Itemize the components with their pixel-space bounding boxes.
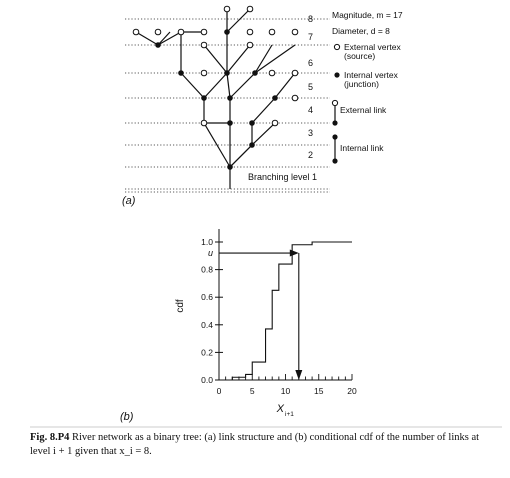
level-number: 7	[308, 32, 313, 42]
level-number: 6	[308, 58, 313, 68]
external-vertex-sub: (source)	[344, 51, 375, 61]
external-vertex-icon	[333, 43, 341, 51]
cdf-step-line	[219, 241, 352, 381]
branching-level-label: Branching level 1	[248, 172, 317, 182]
internal-vertex-icon	[334, 72, 340, 78]
y-tick-label: 0.4	[201, 320, 213, 330]
tree-panel: 8 7 6 5 4 3 2 Branching level 1 Magnitud…	[122, 5, 403, 207]
y-axis-label: cdf	[175, 299, 186, 313]
level-number: 2	[308, 150, 313, 160]
level-number: 5	[308, 82, 313, 92]
external-vertices	[132, 5, 299, 127]
level-number: 8	[308, 14, 313, 24]
u-label: u	[208, 248, 213, 258]
x-tick-label: 0	[217, 386, 222, 396]
caption-text: River network as a binary tree: (a) link…	[30, 432, 480, 457]
panel-a-label: (a)	[122, 195, 136, 207]
y-tick-label: 0.6	[201, 292, 213, 302]
level-number: 4	[308, 105, 313, 115]
panel-b-label: (b)	[120, 411, 134, 423]
y-ticks: 1.0 0.8 0.6 0.4 0.2 0.0	[201, 237, 223, 385]
level-number: 3	[308, 128, 313, 138]
diameter-label: Diameter, d = 8	[332, 26, 390, 36]
internal-link-bottom-icon	[332, 158, 338, 164]
external-vertex-label: External vertex	[344, 42, 401, 52]
figure-caption: Fig. 8.P4 River network as a binary tree…	[30, 431, 502, 459]
tree-legend: Magnitude, m = 17 Diameter, d = 8 Extern…	[331, 10, 403, 164]
external-link-bottom-icon	[332, 120, 338, 126]
x-vertical-arrowhead	[295, 370, 303, 380]
external-link-top-icon	[331, 99, 339, 107]
x-tick-label: 15	[314, 386, 324, 396]
x-axis-label-sub: i+1	[285, 411, 294, 418]
tree-links	[135, 8, 296, 189]
y-tick-label: 0.2	[201, 347, 213, 357]
u-horizontal-arrowhead	[289, 249, 299, 257]
y-tick-label: 1.0	[201, 237, 213, 247]
magnitude-label: Magnitude, m = 17	[332, 10, 403, 20]
external-link-label: External link	[340, 105, 387, 115]
internal-vertex-sub: (junction)	[344, 79, 379, 89]
figure-number: Fig. 8.P4	[30, 432, 70, 443]
internal-vertex-label: Internal vertex	[344, 70, 399, 80]
x-tick-label: 10	[281, 386, 291, 396]
y-tick-label: 0.0	[201, 375, 213, 385]
x-tick-label: 5	[250, 386, 255, 396]
x-tick-label: 20	[347, 386, 357, 396]
internal-link-label: Internal link	[340, 143, 384, 153]
x-axis-label: X	[276, 403, 285, 415]
y-tick-label: 0.8	[201, 265, 213, 275]
internal-vertices	[155, 29, 278, 170]
